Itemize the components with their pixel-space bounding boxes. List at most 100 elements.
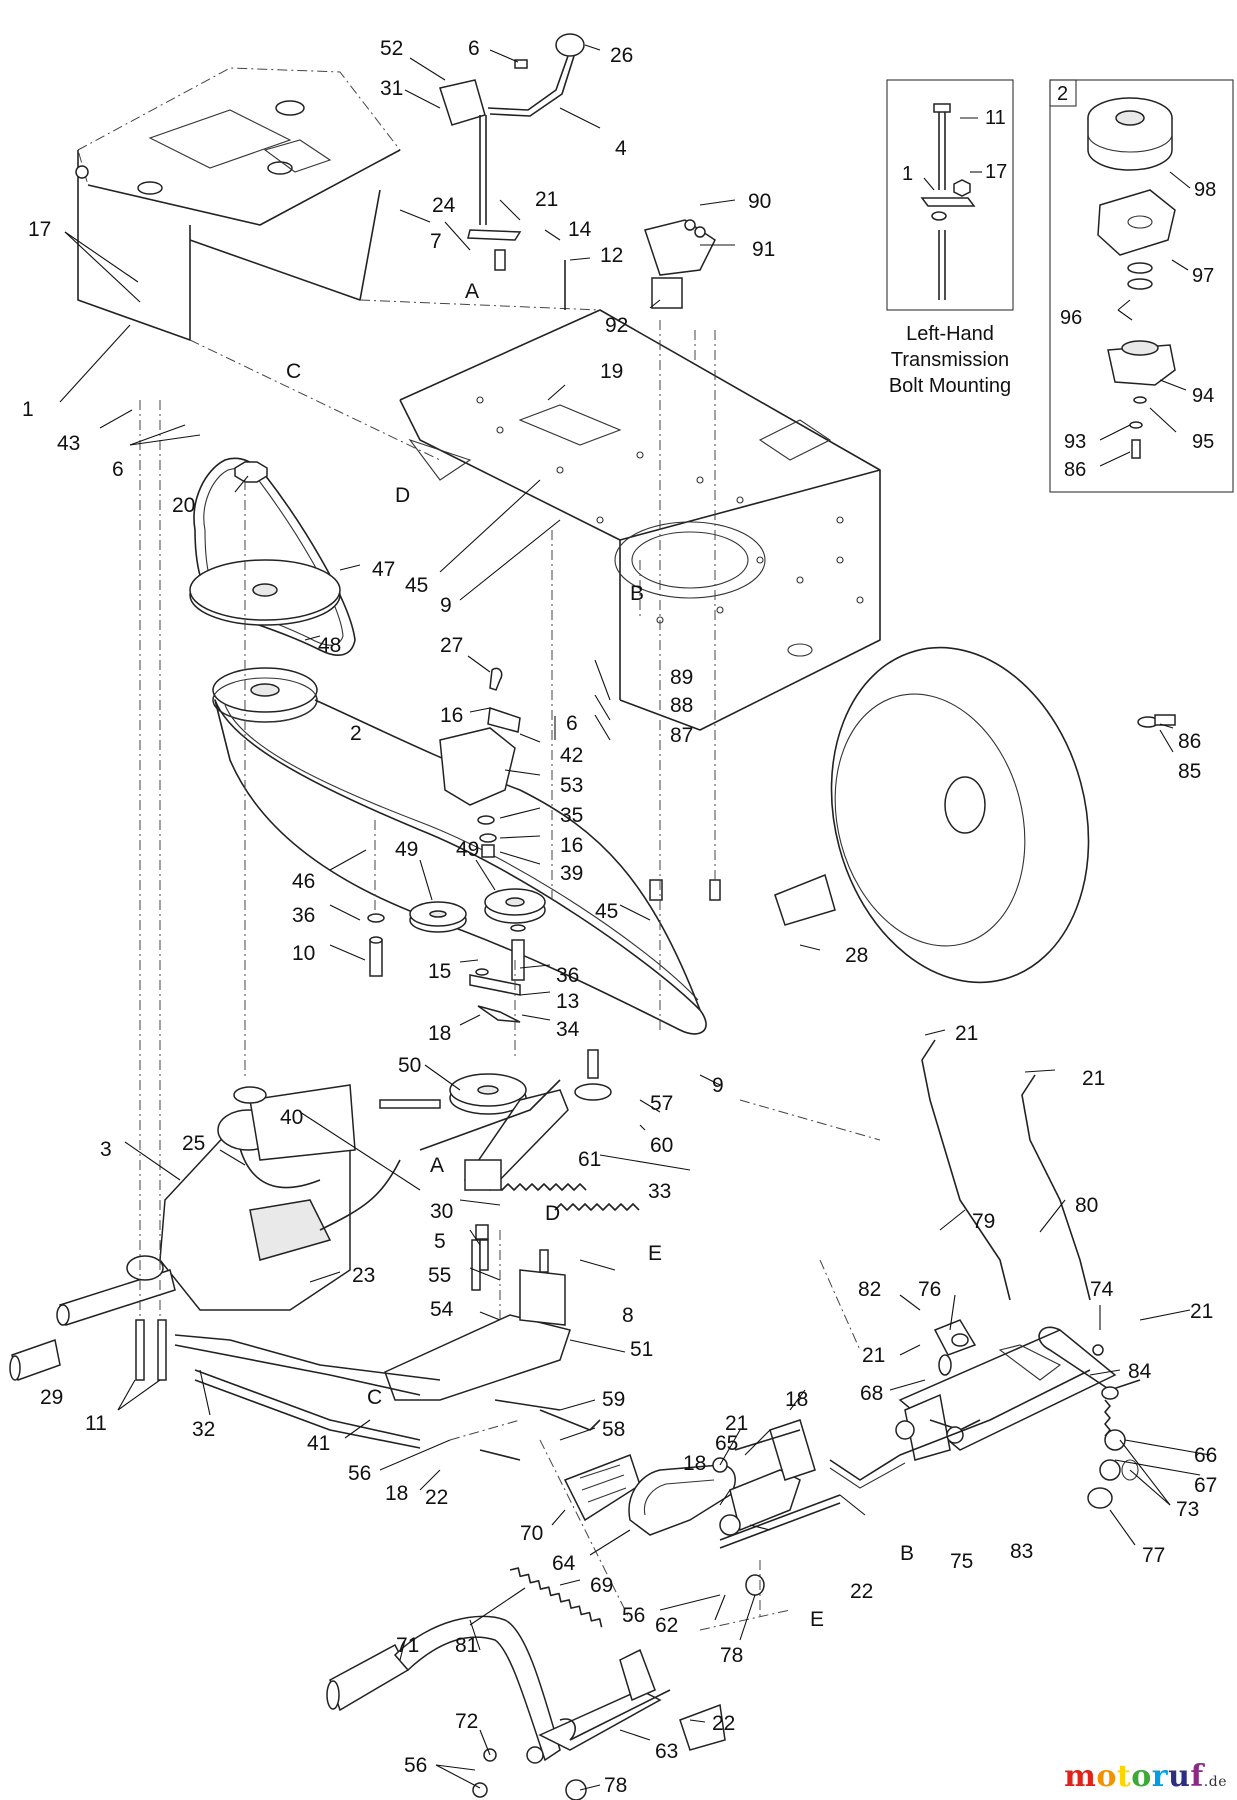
letter-e-upper: E [648, 1242, 662, 1265]
part-label: 20 [172, 494, 195, 517]
part-label: 21 [955, 1022, 978, 1045]
part-label: 16 [440, 704, 463, 727]
part-label: 49 [395, 838, 418, 861]
part-label: 12 [600, 244, 623, 267]
letter-a-upper: A [465, 280, 479, 303]
inset-caption-line2: Transmission [891, 349, 1009, 371]
part-label: 15 [428, 960, 451, 983]
part-label: 82 [858, 1278, 881, 1301]
part-label: 18 [683, 1452, 706, 1475]
nuts-73-77 [1087, 1344, 1139, 1509]
part-label: 14 [568, 218, 592, 241]
part-label: 89 [670, 666, 693, 689]
inset-caption-line3: Bolt Mounting [889, 375, 1011, 397]
part-label: 71 [396, 1634, 419, 1657]
watermark-letter: r [1151, 1759, 1169, 1794]
inset-label-96: 96 [1060, 307, 1082, 329]
part-label: 78 [720, 1644, 743, 1667]
part-label: 65 [715, 1432, 738, 1455]
part-label: 45 [405, 574, 428, 597]
part-label: 50 [398, 1054, 421, 1077]
bolts-11 [135, 1319, 167, 1381]
part-label: 32 [192, 1418, 215, 1441]
part-label: 45 [595, 900, 618, 923]
inset-left-label-17: 17 [985, 161, 1007, 183]
part-label: 6 [112, 458, 124, 481]
pulley-48 [189, 559, 341, 626]
part-label: 9 [712, 1074, 724, 1097]
inset-label-97: 97 [1192, 265, 1214, 287]
part-label: 62 [655, 1614, 678, 1637]
shift-lever [439, 33, 585, 271]
part-label: 11 [85, 1412, 107, 1435]
part-label: 24 [432, 194, 456, 217]
spring-33 [554, 1203, 640, 1211]
inset-left-hand-transmission: 11 1 17 [886, 79, 1014, 311]
inset-label-86: 86 [1064, 459, 1086, 481]
inset-caption-line1: Left-Hand [906, 323, 994, 345]
part-label: 9 [440, 594, 452, 617]
part-label: 68 [860, 1382, 883, 1405]
part-label: 36 [292, 904, 315, 927]
part-label: 26 [610, 44, 633, 67]
letter-c-lower: C [367, 1386, 382, 1409]
part-label: 5 [434, 1230, 446, 1253]
inset-label-98: 98 [1194, 179, 1216, 201]
part-label: 70 [520, 1522, 543, 1545]
part-label: 87 [670, 724, 693, 747]
part-label: 6 [566, 712, 578, 735]
part-label: 29 [40, 1386, 63, 1409]
part-label: 6 [468, 37, 480, 60]
part-label: 52 [380, 37, 403, 60]
part-label: 88 [670, 694, 693, 717]
part-label: 63 [655, 1740, 678, 1763]
part-label: 18 [785, 1388, 808, 1411]
part-label: 56 [404, 1754, 427, 1777]
lower-rod-83 [829, 1369, 1091, 1489]
part-label: 21 [1082, 1067, 1105, 1090]
part-label: 83 [1010, 1540, 1033, 1563]
inset-left-label-11: 11 [985, 107, 1006, 129]
letter-e-lower: E [810, 1608, 824, 1631]
rods [174, 1079, 601, 1461]
watermark-logo: motoruf.de [1064, 1759, 1227, 1794]
pedal-bracket-84 [895, 1319, 1141, 1461]
part-label: 10 [292, 942, 315, 965]
belt-46 [214, 699, 707, 1035]
part-label: 22 [850, 1580, 873, 1603]
part-label: 86 [1178, 730, 1201, 753]
inset-left-label-1: 1 [902, 163, 913, 185]
part-label: 91 [752, 238, 775, 261]
part-label: 36 [556, 964, 579, 987]
leader-lines [59, 44, 1211, 1791]
watermark-letter: t [1116, 1759, 1132, 1794]
part-label: 4 [615, 137, 627, 160]
part-label: 33 [648, 1180, 671, 1203]
part-label: 56 [622, 1604, 645, 1627]
part-label: 8 [622, 1304, 634, 1327]
part-label: 1 [22, 398, 34, 421]
part-label: 46 [292, 870, 315, 893]
part-label: 64 [552, 1552, 576, 1575]
part-label: 74 [1090, 1278, 1114, 1301]
part-label: 18 [428, 1022, 451, 1045]
watermark-letter: o [1131, 1759, 1152, 1794]
part-label: 49 [456, 838, 479, 861]
spring-69 [509, 1567, 603, 1628]
part-label: 17 [28, 218, 51, 241]
part-label: 79 [972, 1210, 995, 1233]
part-label: 80 [1075, 1194, 1098, 1217]
rear-wheel [774, 646, 1176, 984]
transmission [56, 1084, 441, 1326]
inset-number-box [1049, 79, 1077, 107]
part-label: 21 [725, 1412, 748, 1435]
switch-bracket [564, 219, 716, 310]
part-label: 3 [100, 1138, 112, 1161]
pulley-20-nut [234, 461, 268, 483]
belt-47 [193, 457, 356, 656]
part-label: 27 [440, 634, 463, 657]
inset-label-93: 93 [1064, 431, 1086, 453]
part-label: 66 [1194, 1444, 1217, 1467]
inset-right-frame [1049, 79, 1234, 493]
part-label: 85 [1178, 760, 1201, 783]
